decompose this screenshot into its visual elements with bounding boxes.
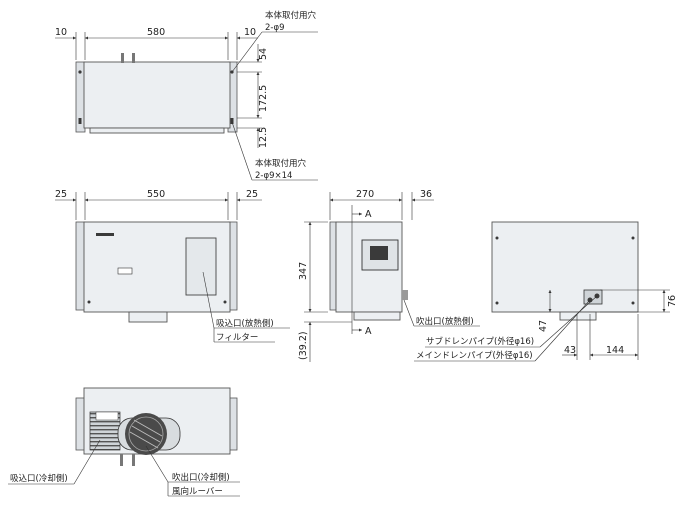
nameplate [117,267,133,275]
filter-panel [185,237,217,296]
dim-rear-76: 76 [667,295,678,307]
note-mount-slot-spec: 2-φ9×14 [255,171,292,181]
front-filter-label: フィルター [216,333,258,343]
inlet-grill-tag [95,411,119,421]
screw [495,236,499,240]
rear-base [559,311,597,321]
dim-front-left: 25 [55,189,67,200]
screw [631,301,635,305]
top-view: 10 580 10 54 172.5 12.5 本体取付用穴 2-φ9 本体取付… [55,10,318,181]
side-drain-stub [402,290,408,300]
screw [495,301,499,305]
dim-side-height: 347 [298,262,309,280]
dim-front-right: 25 [246,189,258,200]
screw [87,300,91,304]
dim-54: 54 [258,48,269,60]
front-view-body [83,221,231,313]
pipe [121,53,124,63]
front-inlet-label: 吸込口(放熱側) [216,318,274,329]
screw [631,236,635,240]
rear-view-body [491,221,639,313]
dim-rear-144: 144 [606,345,624,356]
pipe [132,454,135,466]
bottom-louver-label: 風向ルーバー [172,486,223,497]
side-flange [329,221,337,311]
dim-top-right: 10 [244,27,256,38]
top-view-body [83,61,231,129]
dim-rear-43: 43 [564,345,576,356]
mount-slot [230,118,234,124]
note-mount-hole-label: 本体取付用穴 [265,10,317,21]
main-drain-label: メインドレンパイプ(外径φ16) [416,350,533,361]
bottom-outlet-label: 吹出口(冷却側) [172,472,230,483]
front-view-outlet-stub [128,311,168,323]
section-marker-top: A [365,209,372,220]
drain-block [583,289,603,305]
side-view-base [353,311,401,321]
side-outlet-label: 吹出口(放熱側) [416,316,474,327]
sub-drain-label: サブドレンパイプ(外径φ16) [426,336,534,347]
screw [223,300,227,304]
dim-top-left: 10 [55,27,67,38]
note-mount-hole-spec: 2-φ9 [265,23,285,33]
bottom-inlet-label: 吸込口(冷却側) [10,473,68,484]
side-view: 270 36 347 (39.2) A A 吹出口(放熱側) [298,189,480,362]
mount-hole [78,70,82,74]
rear-view: 76 47 43 144 サブドレンパイプ(外径φ16) メインドレンパイプ(外… [414,221,678,362]
mount-slot [78,118,82,124]
dim-front-width: 550 [147,189,165,200]
logo [96,233,114,236]
dim-side-depth: 270 [356,189,374,200]
pipe [120,454,123,466]
top-view-lip [89,127,225,134]
dim-side-back: 36 [420,189,432,200]
front-view: 25 550 25 吸込口(放熱側) フィルター [55,189,290,343]
pipe [132,53,135,63]
dim-172-5: 172.5 [258,85,269,112]
dim-12-5: 12.5 [258,127,269,148]
dim-side-bottom: (39.2) [298,331,309,360]
dim-top-width: 580 [147,27,165,38]
section-marker-bottom: A [365,326,372,337]
outlet-louver [117,413,181,455]
bottom-view: 吸込口(冷却側) 吹出口(冷却側) 風向ルーバー [8,387,240,497]
note-mount-slot-label: 本体取付用穴 [255,158,307,169]
dim-rear-47: 47 [538,320,549,332]
side-panel-window [370,246,388,260]
